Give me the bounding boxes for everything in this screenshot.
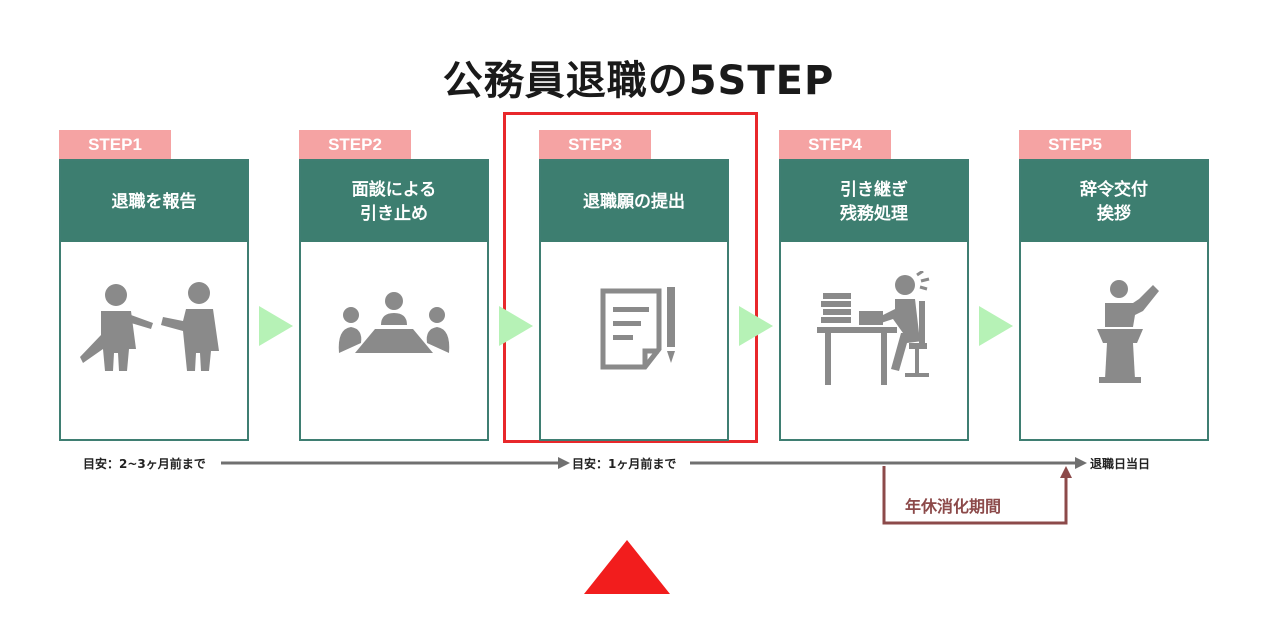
step-2: STEP2 面談による 引き止め [299,130,489,441]
step-card: 引き継ぎ 残務処理 [779,159,969,441]
step-card: 退職を報告 [59,159,249,441]
step-heading-line2: 引き止め [360,203,428,224]
document-pen-icon [541,271,727,391]
step-heading-line1: 面談による [351,179,437,200]
step-card: 退職願の提出 [539,159,729,441]
step-heading-line1: 退職を報告 [111,191,197,212]
next-step-arrow-icon [259,306,293,346]
step-5: STEP5 辞令交付 挨拶 [1019,130,1209,441]
step-heading-line2: 残務処理 [840,203,908,224]
timeline-start-label: 目安：2~3ヶ月前まで [83,457,206,471]
step-tag: STEP1 [59,130,171,160]
timeline-arrows [221,457,1087,525]
timeline-mid-label: 目安：1ヶ月前まで [572,457,677,471]
vacation-period-label: 年休消化期間 [905,497,1002,516]
step-tag: STEP4 [779,130,891,160]
step-tag: STEP5 [1019,130,1131,160]
step3-highlight-frame [503,112,758,443]
two-people-talking-icon [61,271,247,391]
step-4: STEP4 引き継ぎ 残務処理 [779,130,969,441]
step-3: STEP3 退職願の提出 [539,130,729,441]
office-worker-desk-icon [781,271,967,391]
podium-speaker-icon [1021,271,1207,391]
step-heading-line1: 引き継ぎ [840,179,908,200]
step-1: STEP1 退職を報告 [59,130,249,441]
step-heading-line1: 退職願の提出 [583,191,685,212]
timeline-end-label: 退職日当日 [1090,457,1151,471]
next-step-arrow-icon [499,306,533,346]
step-tag: STEP2 [299,130,411,160]
page-title: 公務員退職の5STEP [442,58,835,104]
step-heading: 引き継ぎ 残務処理 [781,161,967,242]
step-card: 面談による 引き止め [299,159,489,441]
step-heading-line2: 挨拶 [1097,203,1131,224]
step-heading: 退職を報告 [61,161,247,242]
step-heading: 面談による 引き止め [301,161,487,242]
next-step-arrow-icon [739,306,773,346]
step-heading: 辞令交付 挨拶 [1021,161,1207,242]
step-heading-line1: 辞令交付 [1080,179,1148,200]
step-card: 辞令交付 挨拶 [1019,159,1209,441]
meeting-table-icon [301,271,487,391]
pointer-triangle-icon [584,540,670,594]
step-heading: 退職願の提出 [541,161,727,242]
step-tag: STEP3 [539,130,651,160]
next-step-arrow-icon [979,306,1013,346]
